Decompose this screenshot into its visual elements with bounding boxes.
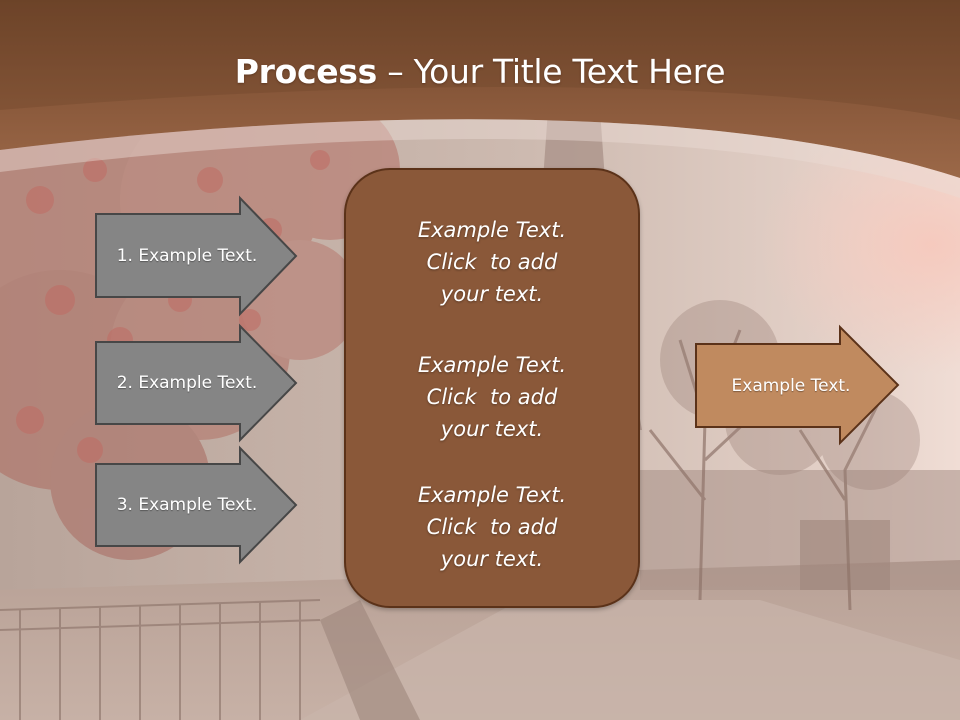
title-emphasis: Process xyxy=(234,52,378,91)
output-arrow[interactable] xyxy=(695,324,900,446)
text-line: Click to add xyxy=(426,385,558,409)
text-line: Example Text. xyxy=(417,218,567,242)
text-block-3[interactable]: Example Text. Click to add your text. xyxy=(346,479,638,575)
text-line: Example Text. xyxy=(417,483,567,507)
text-line: Example Text. xyxy=(417,353,567,377)
title-text: Your Title Text Here xyxy=(413,52,726,91)
input-arrow-3[interactable] xyxy=(95,445,298,565)
input-arrow-2[interactable] xyxy=(95,323,298,443)
input-arrow-label-2: 2. Example Text. xyxy=(116,373,258,393)
text-line: your text. xyxy=(440,417,544,441)
output-arrow-label: Example Text. xyxy=(731,375,851,396)
slide-title: Process – Your Title Text Here xyxy=(0,52,960,91)
text-line: your text. xyxy=(440,547,544,571)
text-block-1[interactable]: Example Text. Click to add your text. xyxy=(346,214,638,310)
text-line: Click to add xyxy=(426,250,558,274)
input-arrow-label-1: 1. Example Text. xyxy=(116,245,258,266)
input-arrow-1[interactable] xyxy=(95,195,298,317)
title-separator: – xyxy=(377,52,414,91)
process-box[interactable]: Example Text. Click to add your text. Ex… xyxy=(344,168,640,608)
text-line: your text. xyxy=(440,282,544,306)
text-block-2[interactable]: Example Text. Click to add your text. xyxy=(346,349,638,445)
input-arrow-label-3: 3. Example Text. xyxy=(116,495,258,515)
text-line: Click to add xyxy=(426,515,558,539)
